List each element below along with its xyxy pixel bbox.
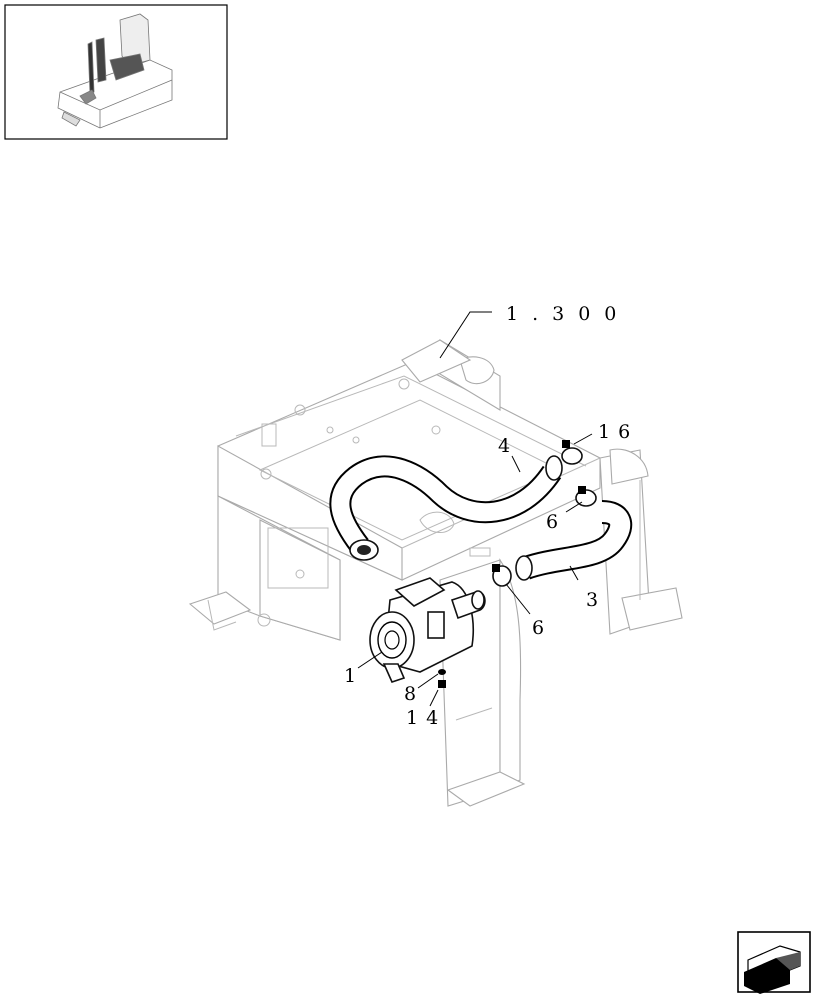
callout-14: 14 — [406, 707, 446, 729]
leader-lines — [357, 311, 593, 707]
callout-6-upper: 6 — [546, 511, 558, 533]
hose-clamp-6-lower — [492, 564, 512, 587]
washer-part-14 — [438, 680, 446, 688]
air-filter-part-1 — [369, 577, 486, 683]
callout-4: 4 — [498, 435, 510, 457]
callout-16: 16 — [598, 421, 638, 443]
callout-3: 3 — [586, 589, 598, 611]
callout-8: 8 — [404, 683, 416, 705]
frame-assembly — [188, 339, 683, 807]
hose-clamp-16 — [561, 440, 583, 465]
reference-label: 1.300 — [506, 303, 630, 325]
thumbnail-machine-illustration — [57, 13, 173, 129]
hose-clamp-6-upper — [575, 486, 597, 507]
callout-1: 1 — [344, 665, 356, 687]
callout-6-lower: 6 — [532, 617, 544, 639]
thumbnail-inset — [4, 4, 228, 140]
hose-part-4 — [329, 455, 563, 561]
hose-part-3 — [515, 500, 633, 581]
next-page-arrow-icon[interactable] — [737, 931, 811, 994]
bolt-part-8 — [438, 669, 446, 675]
